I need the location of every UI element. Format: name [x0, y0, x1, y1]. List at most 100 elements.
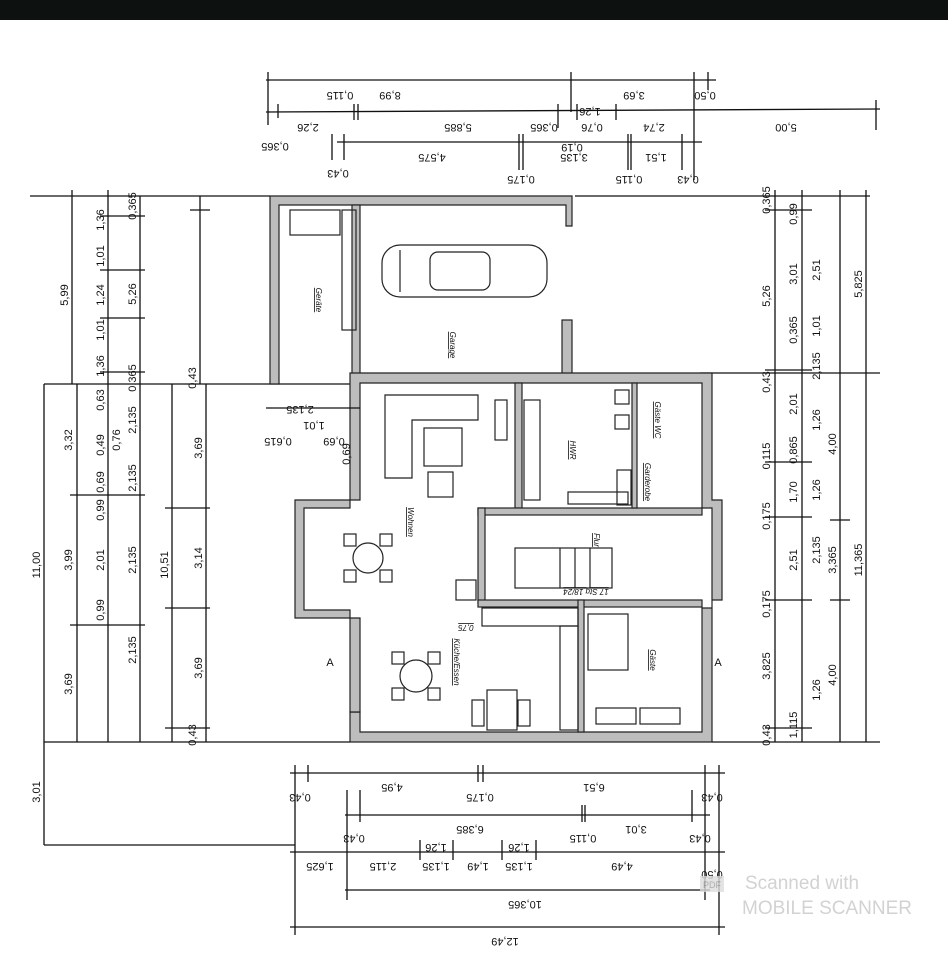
dim-label: 1,115 — [788, 712, 800, 739]
dim-label: 0,43 — [187, 367, 199, 388]
bottom-dimensions — [290, 765, 725, 935]
dim-label: 2,135 — [127, 406, 139, 434]
scanner-watermark: PDF Scanned with MOBILE SCANNER — [700, 873, 912, 919]
dim-label: 0,49 — [95, 434, 107, 455]
room-label-garderobe: Garderobe — [643, 463, 652, 502]
room-label-geraete: Geräte — [314, 288, 323, 313]
dim-label: 2,135 — [811, 536, 823, 564]
dim-label: 5,26 — [127, 283, 139, 304]
dim-label: 4,575 — [418, 151, 446, 163]
dim-label: 5,825 — [853, 270, 865, 298]
dim-label: 3,825 — [761, 652, 773, 680]
dim-label: 0,50 — [694, 89, 715, 101]
dim-label: 3,135 — [560, 151, 588, 163]
dim-label: 1,01 — [95, 245, 107, 266]
dim-label: 0,175 — [761, 502, 773, 530]
dim-label: 1,51 — [645, 151, 666, 163]
garage-walls — [269, 195, 573, 385]
dim-label: 0,76 — [581, 121, 602, 133]
dining-table-2 — [391, 651, 441, 701]
dim-label: 3,69 — [623, 89, 644, 101]
dim-label: 2,135 — [127, 636, 139, 664]
room-label-wohnen: Wohnen — [406, 507, 415, 537]
dim-label: 0,63 — [95, 389, 107, 410]
room-label-flur: Flur — [592, 533, 601, 547]
section-marker-left: A — [326, 657, 334, 669]
dim-label: 1,135 — [422, 860, 450, 872]
dim-label: 4,95 — [381, 781, 402, 793]
dim-label: 3,32 — [63, 429, 75, 450]
dim-label: 0,19 — [561, 141, 582, 153]
dim-label: 2,135 — [286, 403, 314, 415]
dim-label: 0,615 — [264, 435, 292, 447]
stairs-label: 17 Stg 18/24 — [563, 587, 609, 596]
dim-label: 2,135 — [127, 464, 139, 492]
dim-label: 0,69 — [341, 443, 353, 464]
right-dimensions — [575, 190, 880, 743]
dim-label: 3,99 — [63, 549, 75, 570]
dim-label: 2,135 — [127, 546, 139, 574]
dim-label: 12,49 — [491, 935, 519, 947]
dim-label: 6,51 — [583, 781, 604, 793]
furniture — [289, 209, 681, 731]
watermark-line2: MOBILE SCANNER — [742, 898, 912, 919]
right-dimension-labels: 0,365 5,26 0,43 0,115 0,175 0,175 3,825 … — [761, 186, 865, 745]
dim-label: 3,14 — [193, 547, 205, 568]
dim-label: 3,01 — [625, 823, 646, 835]
dim-label: 0,43 — [343, 832, 364, 844]
dim-label: 11,365 — [853, 544, 865, 577]
dim-label: 1,26 — [811, 479, 823, 500]
dim-label: 0,43 — [677, 173, 698, 185]
room-label-kueche: Küche/Essen — [452, 638, 461, 686]
dim-label: 1,49 — [467, 860, 488, 872]
dim-label: 1,36 — [95, 355, 107, 376]
staircase — [514, 547, 613, 589]
watermark-line1: Scanned with — [745, 873, 859, 894]
room-label-gaeste-wc: Gäste WC — [653, 402, 662, 439]
dim-label: 0,365 — [127, 192, 139, 220]
dim-label: 2,135 — [811, 352, 823, 380]
dim-label: 0,365 — [530, 121, 558, 133]
dim-label: 5,885 — [444, 121, 472, 133]
car-icon — [381, 244, 548, 298]
misc-dimension-labels: 2,135 1,01 0,615 0,69 0,69 — [264, 403, 360, 465]
dim-label: 4,49 — [611, 860, 632, 872]
room-label-garage: Garage — [448, 332, 457, 359]
dim-label: 4,00 — [827, 664, 839, 685]
dim-label: 6,385 — [456, 823, 484, 835]
dim-label: 2,74 — [643, 121, 664, 133]
dining-table-1 — [343, 533, 393, 583]
section-marker-right: A — [714, 657, 722, 669]
dim-label: 0,365 — [788, 316, 800, 344]
top-dimensions — [265, 72, 881, 180]
top-dimension-labels: 8,99 0,115 3,69 0,50 0,365 2,26 5,885 0,… — [261, 89, 796, 185]
dim-label: 1,625 — [306, 860, 334, 872]
dim-label: 0,43 — [289, 791, 310, 803]
dim-label: 0,43 — [701, 791, 722, 803]
dim-label: 0,175 — [507, 173, 535, 185]
dim-label: 0,43 — [761, 724, 773, 745]
dim-label: 3,01 — [788, 263, 800, 284]
dim-label: 1,01 — [95, 319, 107, 340]
dim-label: 0,115 — [616, 173, 643, 185]
dim-label: 5,00 — [775, 121, 796, 133]
dim-label: 3,69 — [193, 437, 205, 458]
dim-label: 3,01 — [31, 781, 43, 802]
dim-label: 10,365 — [508, 898, 542, 910]
dim-label: 1,26 — [508, 841, 529, 853]
top-bar — [0, 0, 948, 20]
dim-label: 0,43 — [327, 167, 348, 179]
dim-label: 0,69 — [323, 435, 344, 447]
dim-label: 2,115 — [370, 860, 397, 872]
dim-label: 3,69 — [193, 657, 205, 678]
dim-label: 0,43 — [187, 724, 199, 745]
dim-label: 4,00 — [827, 433, 839, 454]
dim-label: 1,01 — [303, 419, 324, 431]
dim-label: 1,26 — [579, 105, 600, 117]
niche-label: 0,75 — [458, 623, 474, 632]
dim-label: 11,00 — [31, 552, 43, 579]
dim-label: 10,51 — [159, 551, 171, 579]
dim-label: 0,99 — [788, 203, 800, 224]
dim-label: 0,69 — [95, 471, 107, 492]
